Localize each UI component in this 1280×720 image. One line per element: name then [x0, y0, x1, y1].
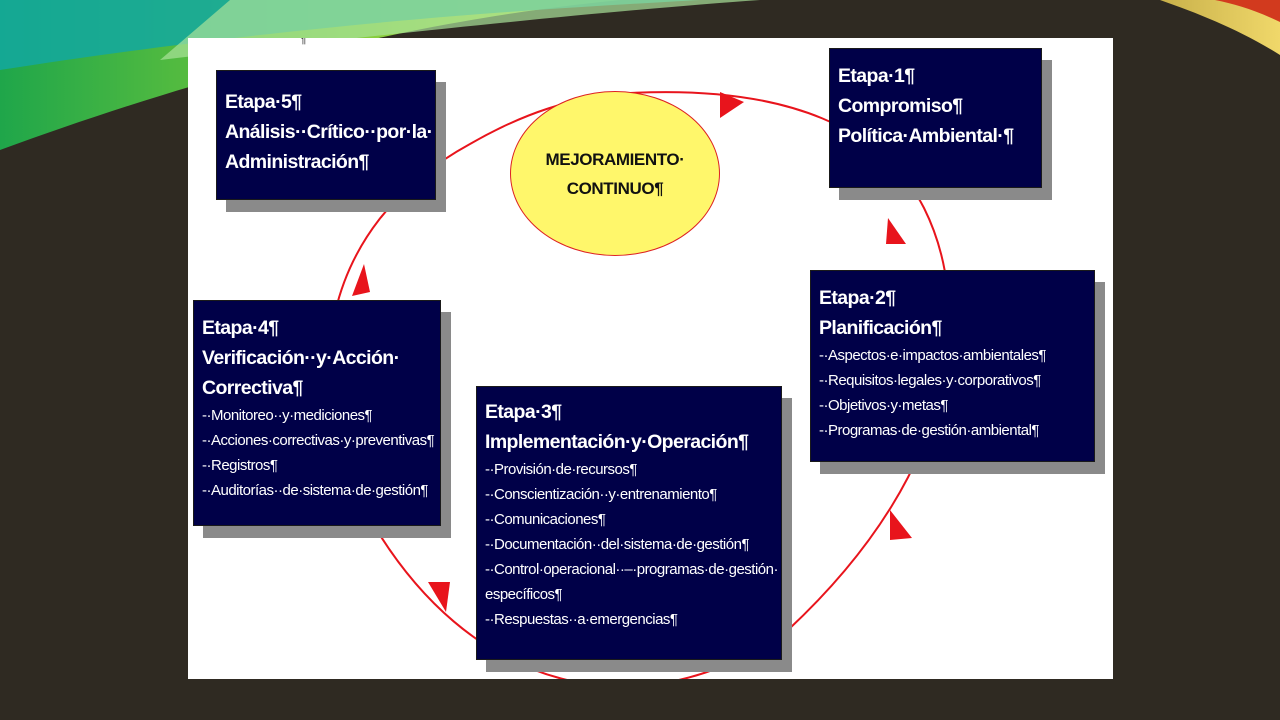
arrow-head-left	[352, 264, 370, 296]
stage-5-title: Etapa·5¶	[225, 91, 302, 113]
stage-3-item: -·Provisión·de·recursos¶	[485, 461, 637, 478]
decor-teal-band	[0, 0, 700, 70]
decor-gold-band	[1160, 0, 1280, 55]
decor-red-band	[1215, 0, 1280, 22]
diagram-figure: ¶ MEJORAMIENTO· CONTINUO¶ Etapa·5¶ Análi…	[188, 38, 1113, 679]
top-pilcrow-mark: ¶	[300, 38, 307, 46]
stage-1-line-3: Política·Ambiental·¶	[838, 125, 1014, 147]
stage-5-line-2: Análisis··Crítico··por·la·	[225, 121, 433, 143]
stage-3-item: específicos¶	[485, 586, 563, 603]
stage-3-items: -·Provisión·de·recursos¶ -·Conscientizac…	[485, 457, 778, 632]
stage-4-line-3: Correctiva¶	[202, 377, 303, 399]
stage-2-item: -·Objetivos·y·metas¶	[819, 397, 948, 414]
stage-4-title: Etapa·4¶	[202, 317, 279, 339]
cycle-arrows	[327, 91, 951, 679]
stage-4-line-2: Verificación··y·Acción·	[202, 347, 400, 369]
stage-1-line-2: Compromiso¶	[838, 95, 963, 117]
stage-4-item: -·Registros¶	[202, 457, 278, 474]
stage-5-box: Etapa·5¶ Análisis··Crítico··por·la· Admi…	[216, 70, 436, 200]
continuous-improvement-ellipse: MEJORAMIENTO· CONTINUO¶	[510, 91, 720, 256]
stage-2-line-2: Planificación¶	[819, 317, 942, 339]
center-line-2: CONTINUO¶	[566, 178, 664, 198]
stage-4-item: -·Acciones·correctivas·y·preventivas¶	[202, 432, 435, 449]
stage-2-item: -·Requisitos·legales·y·corporativos¶	[819, 372, 1041, 389]
stage-3-item: -·Documentación··del·sistema·de·gestión¶	[485, 536, 750, 553]
stage-3-line-2: Implementación·y·Operación¶	[485, 431, 749, 453]
stage-4-box: Etapa·4¶ Verificación··y·Acción· Correct…	[193, 300, 441, 526]
stage-3-item: -·Respuestas··a·emergencias¶	[485, 611, 678, 628]
stage-2-title: Etapa·2¶	[819, 287, 896, 309]
stage-3-title: Etapa·3¶	[485, 401, 562, 423]
stage-3-box: Etapa·3¶ Implementación·y·Operación¶ -·P…	[476, 386, 782, 660]
center-line-1: MEJORAMIENTO·	[545, 149, 685, 169]
arrow-head-right-upper	[886, 218, 906, 244]
stage-2-item: -·Aspectos·e·impactos·ambientales¶	[819, 347, 1046, 364]
stage-3-item: -·Comunicaciones¶	[485, 511, 606, 528]
stage-3-item: -·Control·operacional··–·programas·de·ge…	[485, 561, 778, 578]
decor-light-band	[160, 0, 760, 60]
stage-1-title: Etapa·1¶	[838, 65, 915, 87]
stage-4-items: -·Monitoreo··y·mediciones¶ -·Acciones·co…	[202, 403, 435, 503]
stage-2-box: Etapa·2¶ Planificación¶ -·Aspectos·e·imp…	[810, 270, 1095, 462]
stage-5-line-3: Administración¶	[225, 151, 369, 173]
arrow-head-bottom-left	[428, 582, 450, 612]
center-label: MEJORAMIENTO· CONTINUO¶	[546, 145, 685, 203]
stage-4-item: -·Monitoreo··y·mediciones¶	[202, 407, 373, 424]
stage-1-box: Etapa·1¶ Compromiso¶ Política·Ambiental·…	[829, 48, 1042, 188]
stage-2-item: -·Programas·de·gestión·ambiental¶	[819, 422, 1039, 439]
stage-3-item: -·Conscientización··y·entrenamiento¶	[485, 486, 717, 503]
stage-2-items: -·Aspectos·e·impactos·ambientales¶ -·Req…	[819, 343, 1086, 443]
cycle-circle	[327, 91, 951, 679]
stage-4-item: -·Auditorías··de·sistema·de·gestión¶	[202, 482, 428, 499]
arrow-head-top	[720, 92, 744, 118]
arrow-head-right-lower	[890, 510, 912, 540]
